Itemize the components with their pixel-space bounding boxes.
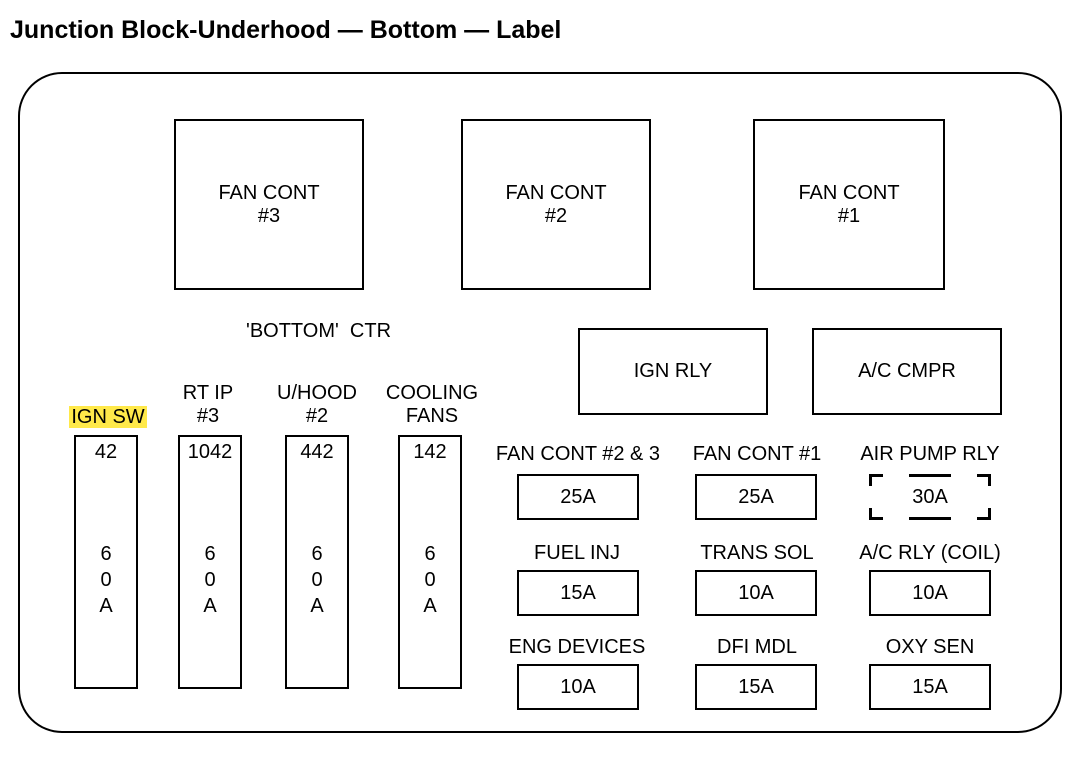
ign-rly-label: IGN RLY [633, 360, 713, 382]
ac-cmpr-label: A/C CMPR [858, 360, 956, 382]
uhood-2-name2: #2 [305, 405, 329, 427]
fan-cont-1-rating: 25A [738, 485, 774, 508]
fan-cont-1-fuse: 25A [695, 474, 817, 520]
amp-unit: A [423, 595, 437, 617]
dash-segment [869, 474, 883, 477]
uhood-2-rating: 6 0 A [287, 541, 347, 619]
amp-digit: 6 [311, 543, 323, 565]
dash-segment [869, 517, 883, 520]
ign-sw-label: IGN SW [60, 406, 156, 429]
ign-sw-fuse: 42 6 0 A [74, 435, 138, 689]
rt-ip-3-label: RT IP #3 [163, 382, 253, 428]
uhood-2-label: U/HOOD #2 [262, 382, 372, 428]
cooling-fans-code: 142 [413, 441, 447, 463]
fan-cont-2-relay: FAN CONT #2 [461, 119, 651, 290]
dfi-mdl-label: DFI MDL [717, 636, 797, 658]
oxy-sen-rating: 15A [912, 675, 948, 698]
ign-rly-relay: IGN RLY [578, 328, 768, 415]
eng-devices-rating: 10A [560, 675, 596, 698]
fan-cont-23-fuse: 25A [517, 474, 639, 520]
ac-rly-coil-fuse: 10A [869, 570, 991, 616]
dash-segment [909, 474, 951, 477]
dash-segment [869, 474, 872, 486]
fan-cont-2-line1: FAN CONT [505, 181, 607, 204]
air-pump-rly-label: AIR PUMP RLY [860, 443, 1000, 465]
rt-ip-3-name2: #3 [196, 405, 220, 427]
amp-unit: A [310, 595, 324, 617]
fan-cont-2-line2: #2 [544, 204, 568, 227]
rt-ip-3-fuse: 1042 6 0 A [178, 435, 242, 689]
fuel-inj-label: FUEL INJ [534, 542, 620, 564]
oxy-sen-fuse: 15A [869, 664, 991, 710]
cooling-fans-name1: COOLING [385, 382, 479, 404]
trans-sol-label: TRANS SOL [700, 542, 814, 564]
dash-segment [988, 474, 991, 486]
fan-cont-3-line1: FAN CONT [218, 181, 320, 204]
uhood-2-code: 442 [300, 441, 334, 463]
fan-cont-23-fuse-label: FAN CONT #2 & 3 [495, 443, 661, 465]
rt-ip-3-code: 1042 [187, 441, 233, 463]
dfi-mdl-rating: 15A [738, 675, 774, 698]
fuel-inj-fuse: 15A [517, 570, 639, 616]
cooling-fans-name2: FANS [405, 405, 459, 427]
fan-cont-23-rating: 25A [560, 485, 596, 508]
amp-unit: A [99, 595, 113, 617]
dash-segment [977, 474, 991, 477]
dfi-mdl-fuse: 15A [695, 664, 817, 710]
trans-sol-rating: 10A [738, 581, 774, 604]
dash-segment [977, 517, 991, 520]
eng-devices-fuse: 10A [517, 664, 639, 710]
dash-segment [988, 508, 991, 520]
uhood-2-name1: U/HOOD [277, 382, 357, 404]
amp-unit: A [203, 595, 217, 617]
amp-digit: 0 [204, 569, 216, 591]
amp-digit: 6 [100, 543, 112, 565]
fan-cont-3-line2: #3 [257, 204, 281, 227]
fan-cont-3-relay: FAN CONT #3 [174, 119, 364, 290]
amp-digit: 6 [204, 543, 216, 565]
ac-cmpr-relay: A/C CMPR [812, 328, 1002, 415]
ac-rly-coil-label: A/C RLY (COIL) [859, 542, 1001, 564]
cooling-fans-label: COOLING FANS [372, 382, 492, 428]
fuel-inj-rating: 15A [560, 581, 596, 604]
fan-cont-1-fuse-label: FAN CONT #1 [692, 443, 822, 465]
diagram-title: Junction Block-Underhood — Bottom — Labe… [10, 16, 562, 44]
ign-sw-rating: 6 0 A [76, 541, 136, 619]
amp-digit: 0 [424, 569, 436, 591]
oxy-sen-label: OXY SEN [885, 636, 975, 658]
rt-ip-3-name1: RT IP [182, 382, 234, 404]
ign-sw-code: 42 [94, 441, 118, 463]
eng-devices-label: ENG DEVICES [508, 636, 646, 658]
fan-cont-1-line1: FAN CONT [798, 181, 900, 204]
amp-digit: 0 [311, 569, 323, 591]
ac-rly-coil-rating: 10A [912, 581, 948, 604]
fan-cont-1-line2: #1 [837, 204, 861, 227]
uhood-2-fuse: 442 6 0 A [285, 435, 349, 689]
air-pump-rly-rating: 30A [912, 485, 948, 508]
ign-sw-name: IGN SW [69, 406, 147, 428]
dash-segment [909, 517, 951, 520]
cooling-fans-fuse: 142 6 0 A [398, 435, 462, 689]
cooling-fans-rating: 6 0 A [400, 541, 460, 619]
amp-digit: 6 [424, 543, 436, 565]
trans-sol-fuse: 10A [695, 570, 817, 616]
air-pump-rly-fuse: 30A [869, 474, 991, 520]
rt-ip-3-rating: 6 0 A [180, 541, 240, 619]
amp-digit: 0 [100, 569, 112, 591]
junction-block-outline [18, 72, 1062, 733]
dash-segment [869, 508, 872, 520]
bottom-ctr-label: 'BOTTOM' CTR [246, 320, 392, 342]
fan-cont-1-relay: FAN CONT #1 [753, 119, 945, 290]
